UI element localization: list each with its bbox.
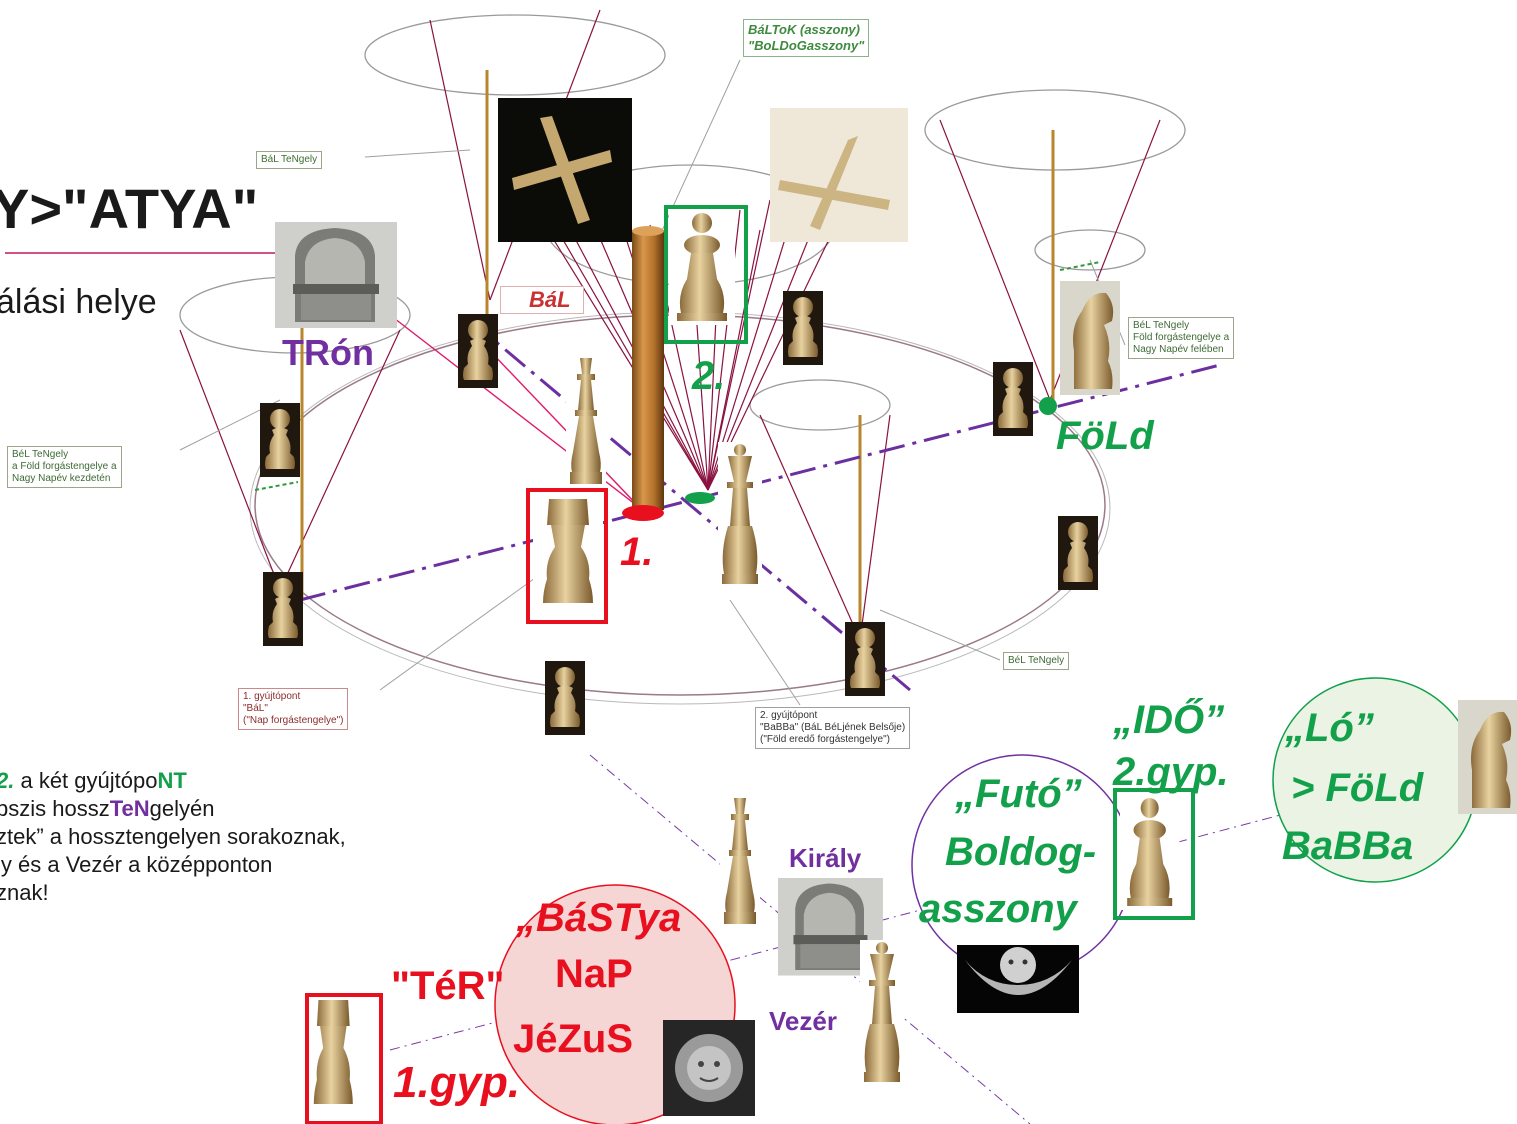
pawn-6 xyxy=(263,572,303,646)
orbit-ellipse-mid xyxy=(749,379,891,431)
orbit-ellipse-right xyxy=(924,89,1186,171)
lo-line-2: > FöLd xyxy=(1291,766,1424,810)
callout-baltok: BáLToK (asszony) "BoLDoGasszony" xyxy=(743,19,870,57)
label-focus-2: 2. xyxy=(692,354,726,398)
central-column xyxy=(632,230,664,510)
bishop-highlight-bottom xyxy=(1113,788,1195,920)
bastya-line-2: NaP xyxy=(555,952,633,996)
main-ellipse xyxy=(254,314,1106,696)
light-cross-image xyxy=(770,108,908,242)
pawn-4 xyxy=(993,362,1033,436)
futo-line-1: „Futó” xyxy=(955,772,1082,816)
page-title: Y>"ATYA" xyxy=(0,177,259,240)
rook-piece-bottom xyxy=(306,996,361,1110)
pawn-3 xyxy=(260,403,300,477)
futo-line-3: asszony xyxy=(919,887,1077,931)
callout-bal-tengely-top: BáL TeNgely xyxy=(256,151,323,169)
pawn-5 xyxy=(1058,516,1098,590)
description-text: 2. a két gyújtópoNT pszis hosszTeNgelyén… xyxy=(0,768,346,905)
page-subtitle: álási helye xyxy=(0,283,157,321)
lo-line-3: BaBBa xyxy=(1282,824,1414,868)
callout-focus-2: 2. gyújtópont "BaBBa" (BáL BéLjének Bels… xyxy=(755,707,911,749)
ido-line-2: 2.gyp. xyxy=(1113,750,1229,794)
pawn-1 xyxy=(458,314,498,388)
label-tron: TRón xyxy=(282,332,374,373)
callout-bal-tengely-right: BéL TeNgely Föld forgástengelye a Nagy N… xyxy=(1128,317,1235,359)
ido-line-1: „IDŐ” xyxy=(1113,698,1225,742)
label-fold: FöLd xyxy=(1056,414,1154,458)
focus-2-marker xyxy=(685,492,715,504)
queen-piece-bottom xyxy=(860,940,904,1088)
pawn-2 xyxy=(783,291,823,365)
rook-highlight-top xyxy=(526,488,608,624)
bastya-line-3: JéZuS xyxy=(513,1017,634,1061)
pawn-8 xyxy=(545,661,585,735)
dark-cross-image xyxy=(498,98,632,242)
king-piece-bottom xyxy=(720,792,760,932)
lo-line-1: „Ló” xyxy=(1285,706,1374,750)
label-ter: "TéR" xyxy=(391,964,505,1008)
focus-1-marker xyxy=(622,505,664,521)
knight-piece-right xyxy=(1458,700,1517,814)
minor-axis xyxy=(469,318,911,692)
label-gyp1: 1.gyp. xyxy=(393,1058,521,1107)
orbit-ellipse-top xyxy=(364,14,666,96)
bishop-piece-top xyxy=(669,209,735,325)
king-piece-top xyxy=(566,352,606,492)
label-bal: BáL xyxy=(500,286,584,314)
bishop-highlight-top xyxy=(664,205,748,344)
callout-bal-tengely-left: BéL TeNgely a Föld forgástengelye a Nagy… xyxy=(7,446,122,488)
label-vezer: Vezér xyxy=(769,1006,837,1036)
bishop-piece-bottom xyxy=(1120,794,1180,910)
label-focus-1: 1. xyxy=(620,530,654,574)
knight-piece-top xyxy=(1060,281,1120,395)
bastya-line-1: „BáSTya xyxy=(516,896,682,940)
sun-icon xyxy=(663,1020,755,1116)
throne-image-top xyxy=(275,222,397,328)
rook-piece-top xyxy=(533,495,603,609)
callout-focus-1: 1. gyújtópont "BáL" ("Nap forgástengelye… xyxy=(238,688,349,730)
callout-bal-tengely-lower: BéL TeNgely xyxy=(1003,652,1070,670)
futo-line-2: Boldog- xyxy=(945,830,1097,874)
pawn-7 xyxy=(845,622,885,696)
fold-marker xyxy=(1039,397,1057,415)
queen-piece-top xyxy=(718,442,762,590)
rook-highlight-bottom xyxy=(305,993,383,1124)
moon-icon xyxy=(957,945,1079,1013)
orbit-ellipse-far-right xyxy=(1034,229,1146,271)
label-kiraly: Király xyxy=(789,843,862,873)
